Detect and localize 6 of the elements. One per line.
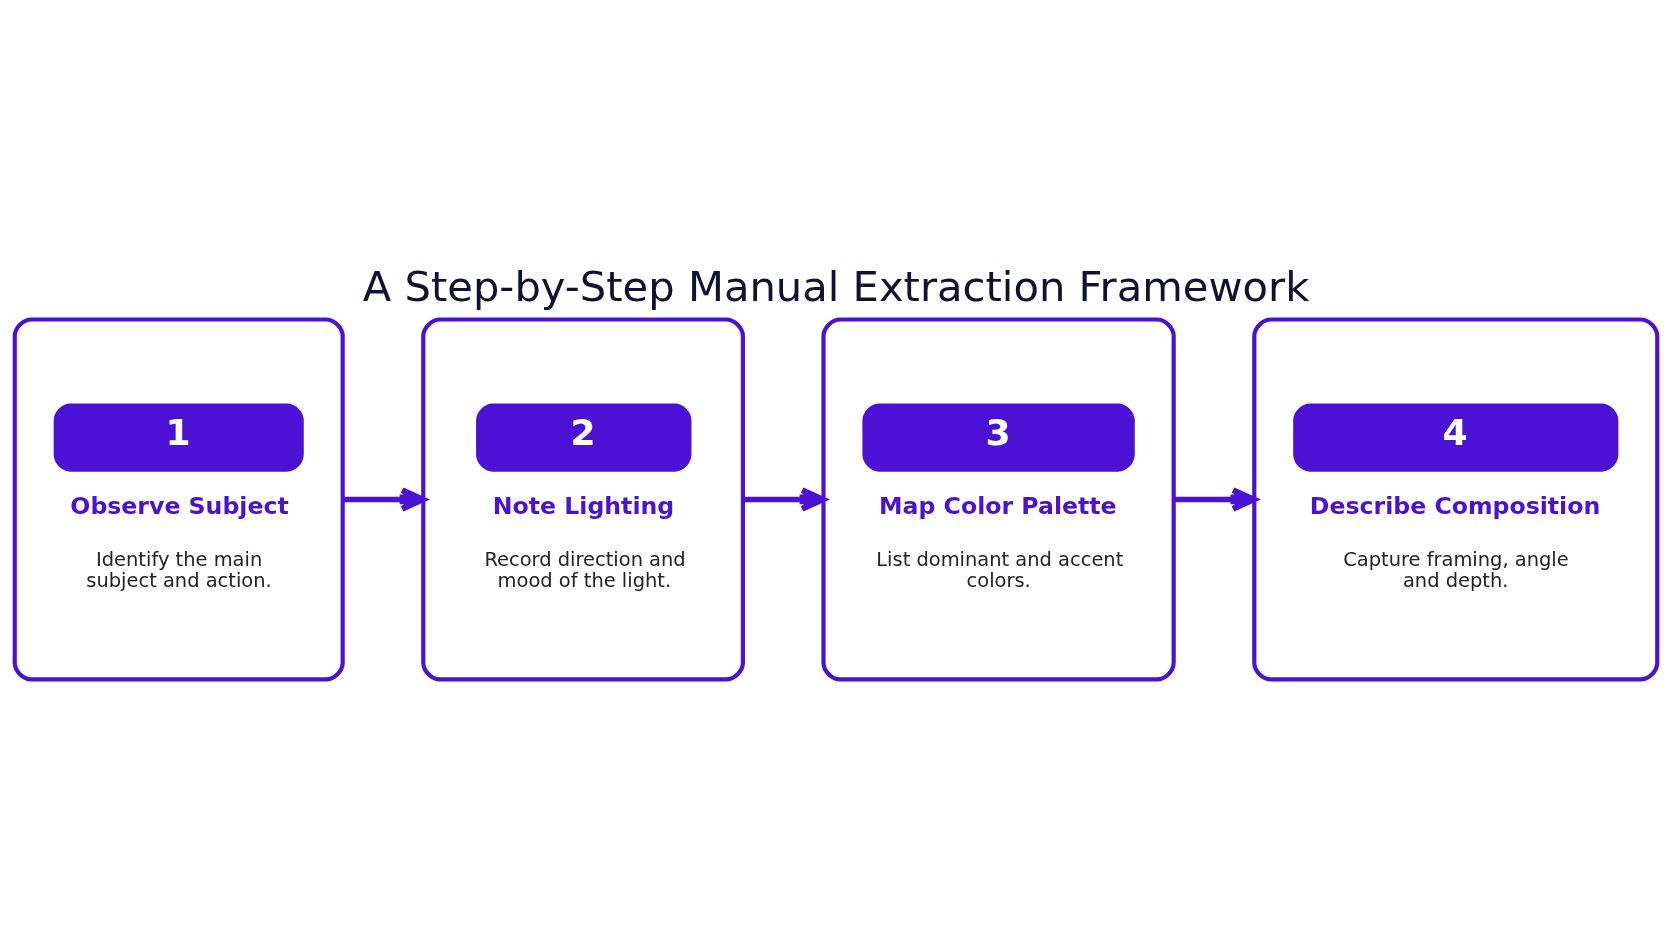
node-box: 2 Note Lighting Record direction and mood of the light.: [421, 316, 745, 682]
node-box: 4 Describe Composition Capture framing, angle and depth.: [1252, 316, 1660, 682]
arrow: [342, 486, 427, 512]
diagram-title: A Step-by-Step Manual Extraction Framework: [362, 261, 1310, 311]
node-box: 3 Map Color Palette List dominant and accent colors.: [821, 316, 1176, 682]
node-box: 1 Observe Subject Identify the main subject and action.: [12, 316, 345, 682]
